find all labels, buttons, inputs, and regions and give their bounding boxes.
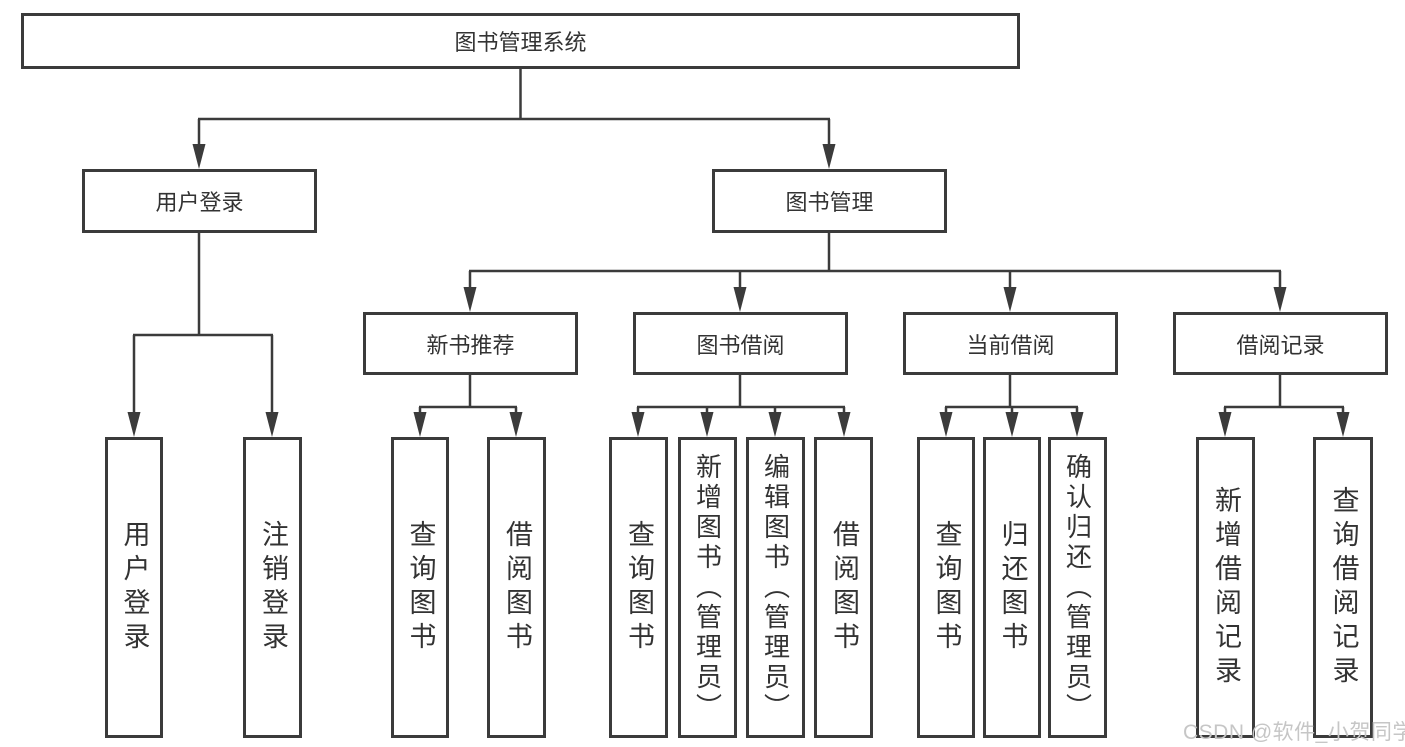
arrowhead-icon bbox=[837, 412, 851, 437]
leaf-add-book-admin: 新增图书（管理员） bbox=[678, 437, 737, 738]
leaf-label: 查询借阅记录 bbox=[1328, 485, 1359, 690]
leaf-query-book-current: 查询图书 bbox=[917, 437, 975, 738]
leaf-query-book-recommend: 查询图书 bbox=[391, 437, 449, 738]
leaf-label: 借阅图书 bbox=[502, 519, 532, 656]
node-label: 新书推荐 bbox=[426, 332, 515, 358]
leaf-borrow-book: 借阅图书 bbox=[814, 437, 873, 738]
arrowhead-icon bbox=[192, 144, 206, 169]
arrowhead-icon bbox=[1005, 412, 1019, 437]
leaf-return-book: 归还图书 bbox=[983, 437, 1041, 738]
node-label: 图书管理系统 bbox=[454, 30, 587, 55]
arrowhead-icon bbox=[631, 412, 645, 437]
node-book-management: 图书管理 bbox=[712, 169, 947, 233]
arrowhead-icon bbox=[463, 287, 477, 312]
leaf-label: 查询图书 bbox=[624, 519, 654, 656]
arrowhead-icon bbox=[1273, 287, 1287, 312]
arrowhead-icon bbox=[265, 412, 279, 437]
arrowhead-icon bbox=[1003, 287, 1017, 312]
arrowhead-icon bbox=[733, 287, 747, 312]
node-user-login: 用户登录 bbox=[82, 169, 317, 233]
node-label: 当前借阅 bbox=[966, 332, 1055, 358]
leaf-label: 查询图书 bbox=[405, 519, 436, 656]
node-library-management-system: 图书管理系统 bbox=[21, 13, 1020, 69]
leaf-label: 新增图书（管理员） bbox=[692, 452, 723, 723]
leaf-label: 借阅图书 bbox=[829, 519, 859, 656]
csdn-watermark: CSDN @软件_小贺同学 bbox=[1183, 721, 1405, 744]
arrowhead-icon bbox=[939, 412, 953, 437]
leaf-confirm-return-admin: 确认归还（管理员） bbox=[1048, 437, 1107, 738]
arrowhead-icon bbox=[127, 412, 141, 437]
leaf-edit-book-admin: 编辑图书（管理员） bbox=[746, 437, 805, 738]
arrowhead-icon bbox=[700, 412, 714, 437]
leaf-label: 编辑图书（管理员） bbox=[760, 452, 791, 723]
node-label: 图书借阅 bbox=[696, 332, 785, 358]
leaf-label: 注销登录 bbox=[258, 519, 288, 656]
leaf-logout: 注销登录 bbox=[243, 437, 302, 738]
leaf-label: 确认归还（管理员） bbox=[1062, 452, 1093, 723]
leaf-borrow-book-recommend: 借阅图书 bbox=[487, 437, 546, 738]
leaf-label: 用户登录 bbox=[119, 519, 150, 656]
tree-lines bbox=[133, 68, 1344, 409]
arrowhead-icon bbox=[509, 412, 523, 437]
node-label: 借阅记录 bbox=[1236, 332, 1325, 358]
arrowhead-icon bbox=[822, 144, 836, 169]
node-current-borrow: 当前借阅 bbox=[903, 312, 1118, 375]
node-book-borrow: 图书借阅 bbox=[633, 312, 848, 375]
leaf-label: 归还图书 bbox=[997, 519, 1028, 656]
arrowhead-icon bbox=[1070, 412, 1084, 437]
leaf-add-borrow-record: 新增借阅记录 bbox=[1196, 437, 1255, 738]
node-borrow-records: 借阅记录 bbox=[1173, 312, 1388, 375]
arrowhead-icon bbox=[768, 412, 782, 437]
leaf-label: 新增借阅记录 bbox=[1211, 485, 1241, 690]
node-new-book-recommend: 新书推荐 bbox=[363, 312, 578, 375]
node-label: 用户登录 bbox=[155, 190, 244, 215]
leaf-query-borrow-record: 查询借阅记录 bbox=[1313, 437, 1373, 738]
leaf-query-book-borrow: 查询图书 bbox=[609, 437, 668, 738]
leaf-user-login: 用户登录 bbox=[105, 437, 163, 738]
leaf-label: 查询图书 bbox=[931, 519, 962, 656]
arrowhead-icon bbox=[413, 412, 427, 437]
arrowhead-icon bbox=[1218, 412, 1232, 437]
arrowhead-icon bbox=[1336, 412, 1350, 437]
node-label: 图书管理 bbox=[785, 190, 874, 215]
